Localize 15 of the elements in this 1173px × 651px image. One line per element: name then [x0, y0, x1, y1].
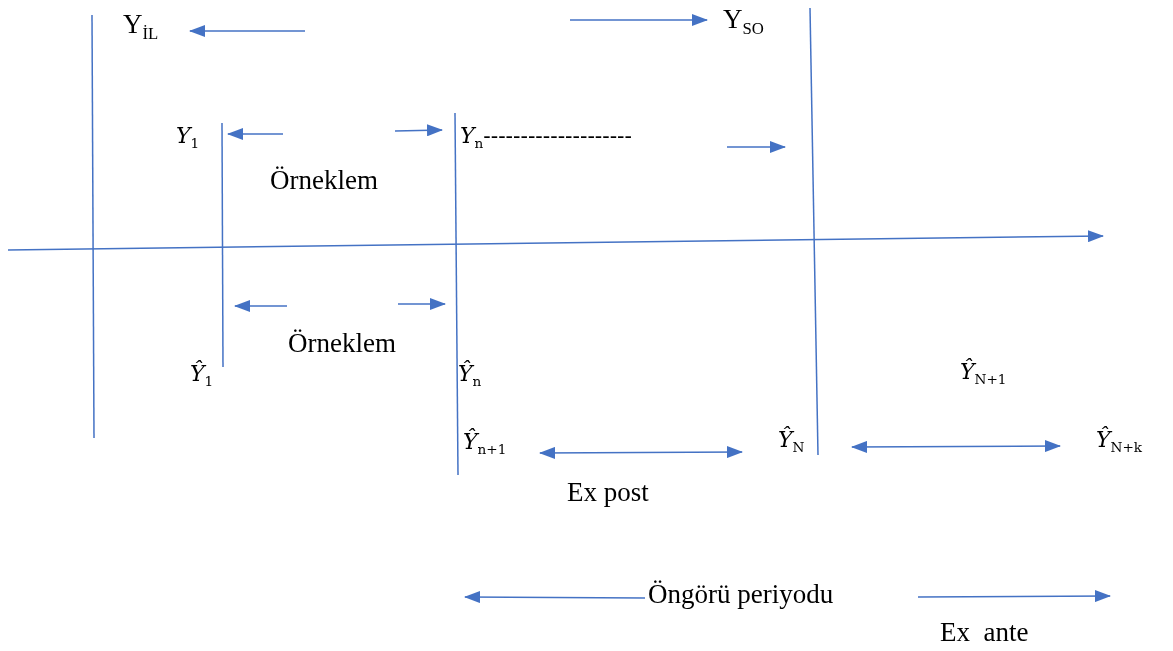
interval-label: Örneklem [270, 166, 378, 196]
observation-label: Y$_{1}$ [176, 124, 200, 152]
period-start-label: Y$_{İL}$ [123, 10, 159, 44]
interval-label: Ex post [567, 478, 649, 508]
interval-label: Öngörü periyodu [648, 580, 834, 610]
interval-label: Örneklem [288, 329, 396, 359]
period-end-label: Y$_{SO}$ [723, 5, 764, 39]
forecast-label: Ŷ$_{N}$ [778, 428, 805, 456]
forecast-label: Ŷ$_{N+k}$ [1096, 428, 1143, 456]
observation-label: Y$_{n}$-------------------- [460, 124, 632, 152]
forecast-label: Ŷ$_{n}$ [458, 362, 482, 390]
forecast-label: Ŷ$_{1}$ [190, 362, 214, 390]
forecast-label: Ŷ$_{n+1}$ [463, 430, 507, 458]
interval-label: Ex ante [940, 618, 1029, 648]
forecast-label: Ŷ$_{N+1}$ [960, 360, 1007, 388]
